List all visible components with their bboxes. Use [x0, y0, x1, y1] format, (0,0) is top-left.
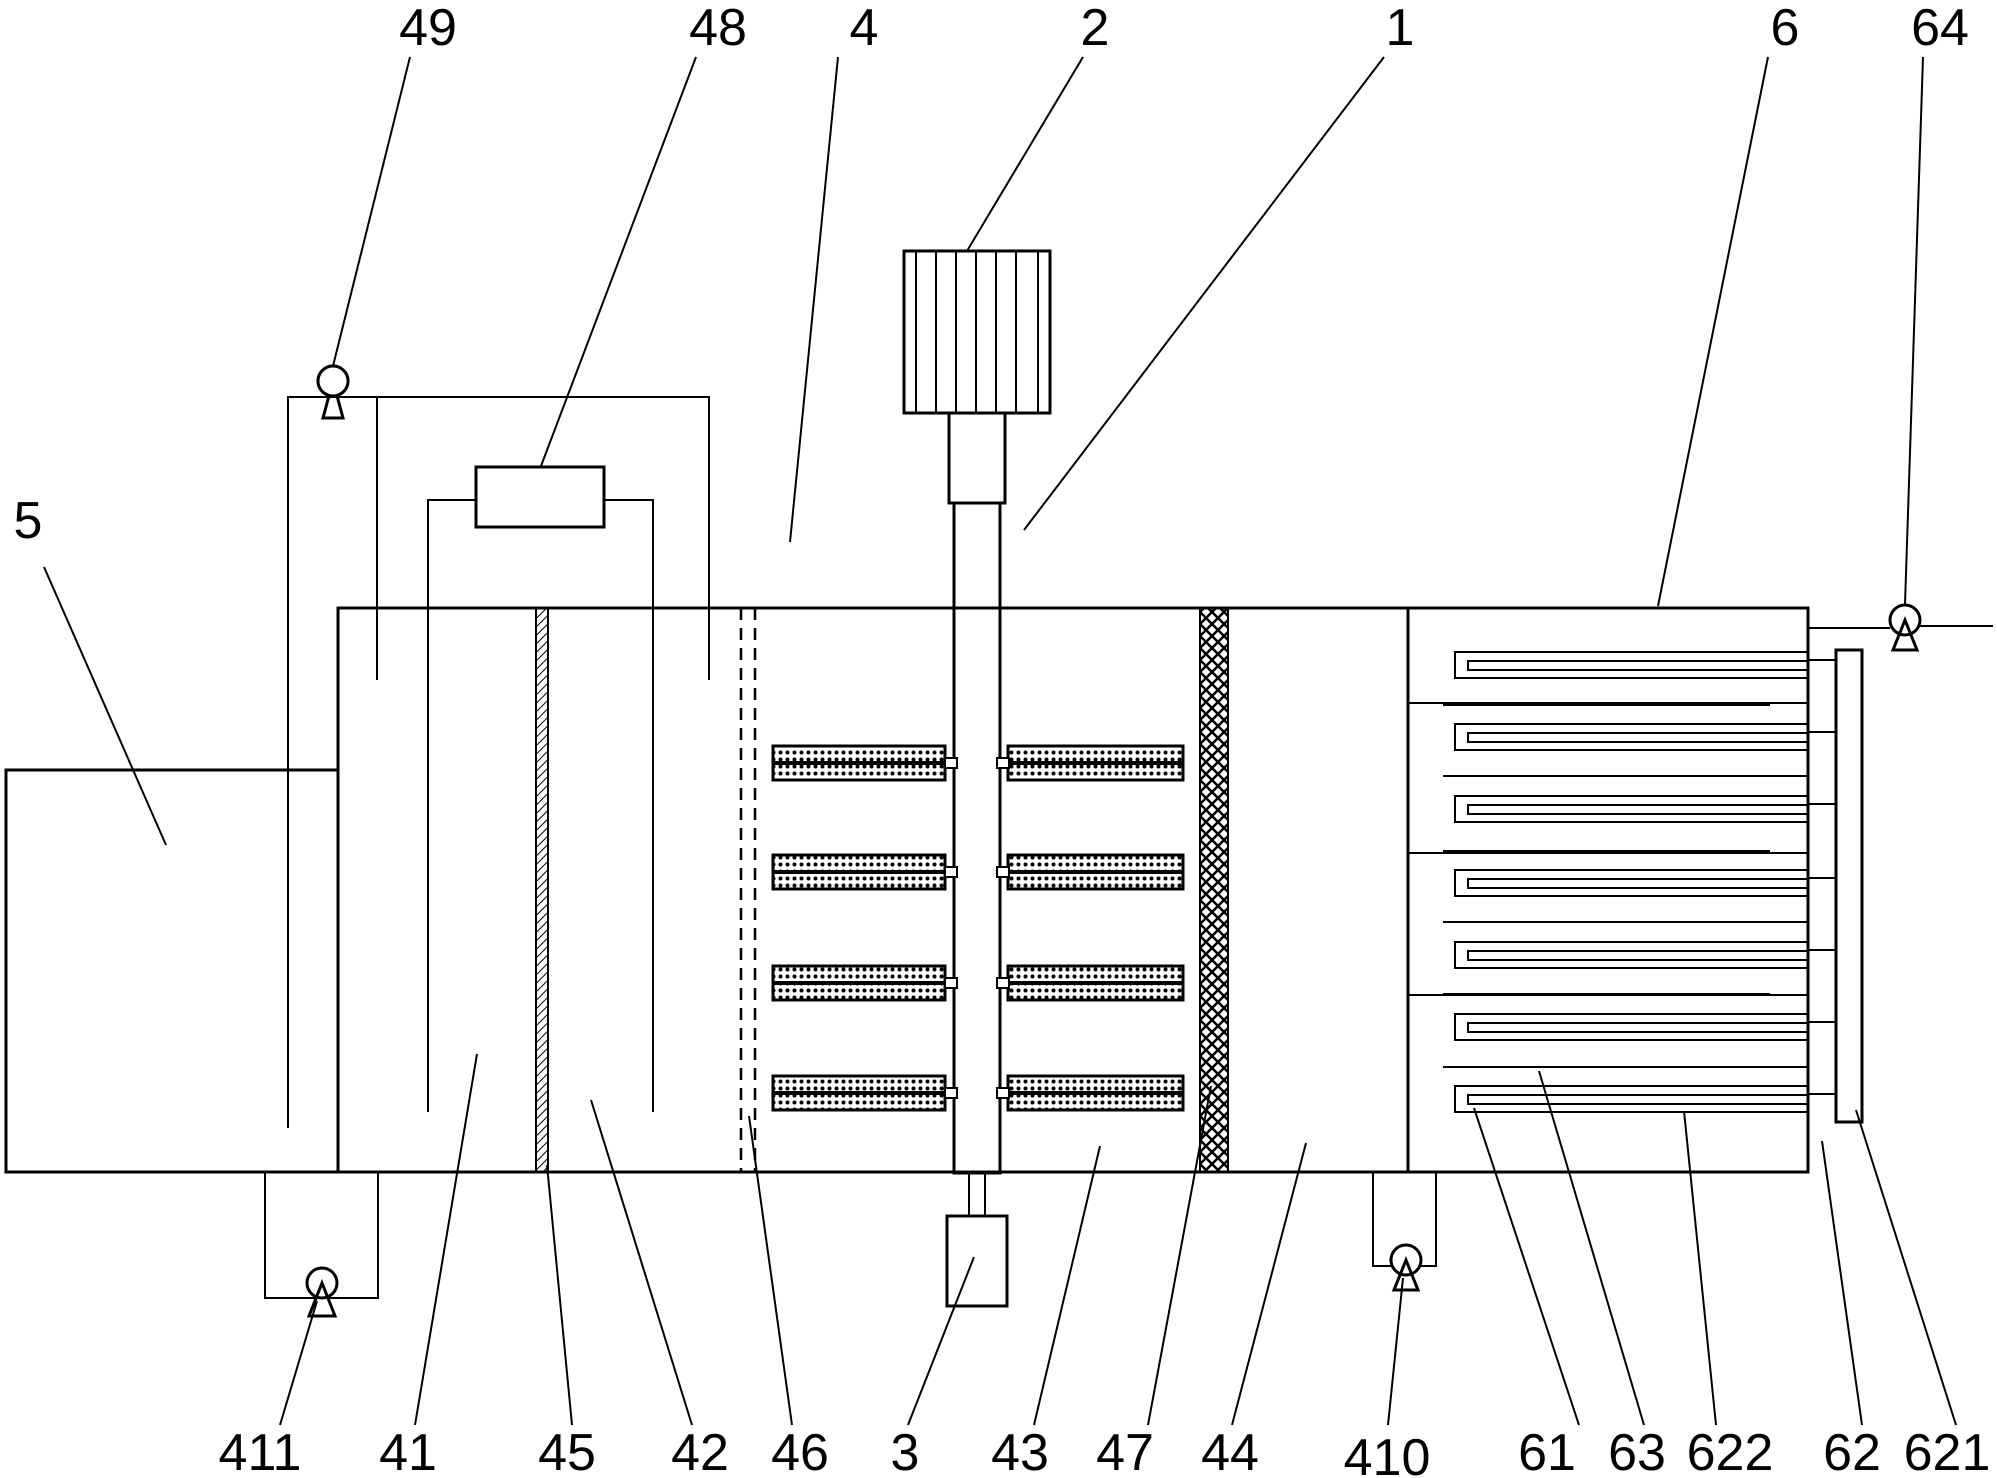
motor-2 [902, 249, 1052, 415]
label-621: 621 [1904, 1424, 1991, 1478]
label-1: 1 [1386, 0, 1415, 57]
leader-lines [43, 56, 1957, 1426]
pump-64 [1808, 603, 1993, 652]
pump-49 [316, 364, 350, 420]
label-6: 6 [1771, 0, 1800, 57]
label-45: 45 [538, 1424, 596, 1478]
coupling [947, 411, 1007, 505]
label-5: 5 [14, 492, 43, 550]
label-47: 47 [1096, 1424, 1154, 1478]
partition-46 [739, 608, 757, 1172]
label-48: 48 [689, 0, 747, 57]
label-46: 46 [771, 1424, 829, 1478]
label-4: 4 [850, 0, 879, 57]
label-61: 61 [1518, 1424, 1576, 1478]
manifold-621 [1808, 648, 1864, 1124]
reactor-body-4 [336, 606, 1810, 1174]
paddles [771, 744, 1185, 1112]
label-410: 410 [1344, 1429, 1431, 1478]
label-49: 49 [399, 0, 457, 57]
label-411: 411 [219, 1424, 302, 1478]
label-43: 43 [991, 1424, 1049, 1478]
label-62: 62 [1823, 1424, 1881, 1478]
label-44: 44 [1201, 1424, 1259, 1478]
mesh-partition-47 [1199, 607, 1229, 1173]
label-41: 41 [379, 1424, 437, 1478]
recirculation-pipe-49 [287, 396, 710, 1128]
drive-3 [945, 1171, 1009, 1308]
pump-410 [1372, 1172, 1437, 1292]
label-42: 42 [671, 1424, 729, 1478]
label-622: 622 [1687, 1424, 1774, 1478]
shaft-1 [952, 501, 1002, 1175]
pump-411 [264, 1172, 379, 1318]
label-64: 64 [1911, 0, 1969, 57]
label-2: 2 [1081, 0, 1110, 57]
label-63: 63 [1608, 1424, 1666, 1478]
membrane-45 [535, 607, 549, 1173]
heat-exchanger-6 [1408, 651, 1808, 1113]
label-3: 3 [891, 1424, 920, 1478]
power-box-48 [427, 465, 654, 1112]
